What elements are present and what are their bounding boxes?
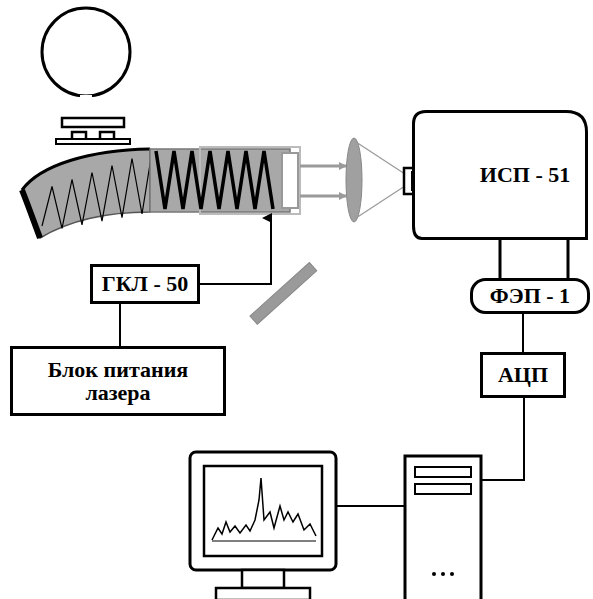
adc-box: АЦП [480,352,566,398]
node-label: Блок питания лазера [33,358,203,404]
pump-line [198,218,271,284]
connector [500,239,568,279]
connector [523,314,524,352]
signal-wire [480,398,524,480]
spectrograph: ИСП - 51 [412,110,588,240]
node-label: ГКЛ - 50 [102,272,189,295]
monitor-cable [334,505,406,507]
node-label: ФЭП - 1 [490,284,570,307]
monitor [190,452,336,599]
node-label: АЦП [498,363,548,386]
photomultiplier-box: ФЭП - 1 [470,278,590,314]
lens [346,138,408,222]
computer-tower [405,456,481,599]
laser-box: ГКЛ - 50 [90,264,200,304]
lamp-bulb [42,8,130,144]
node-label: ИСП - 51 [480,163,570,186]
connector [120,304,121,346]
laser-tube [22,147,346,238]
mirror [250,263,317,325]
power-supply-box: Блок питания лазера [10,346,226,416]
